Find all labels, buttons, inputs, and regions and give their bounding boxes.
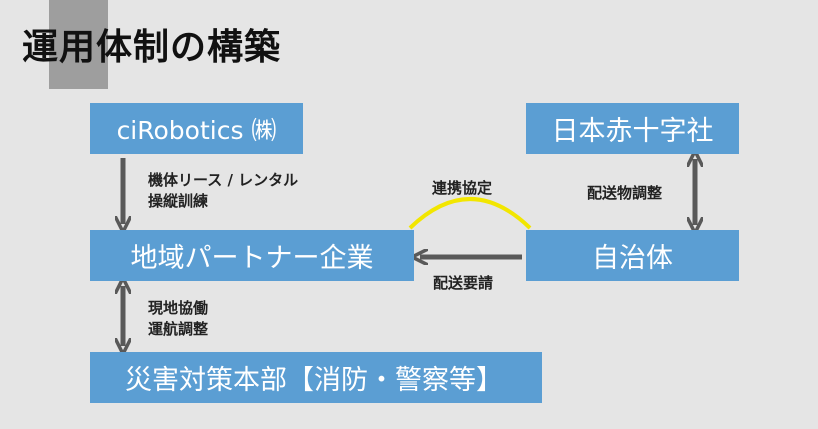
edge-label-delivery-request: 配送要請 (433, 274, 494, 292)
edge-label-lease-line1: 機体リース / レンタル (148, 171, 299, 189)
edge-label-lease-line2: 操縦訓練 (148, 192, 209, 210)
edge-label-lease: 機体リース / レンタル 操縦訓練 (148, 170, 298, 212)
edge-label-cooperation: 連携協定 (432, 179, 493, 197)
node-japanese-red-cross: 日本赤十字社 (526, 103, 739, 154)
title-accent-bar (49, 0, 108, 89)
cooperation-arc (408, 197, 532, 230)
edge-label-supply-coordination: 配送物調整 (587, 184, 663, 202)
edge-label-field: 現地協働 運航調整 (148, 298, 208, 340)
node-cirobotics: ciRobotics ㈱ (90, 103, 303, 154)
edge-label-field-line1: 現地協働 (148, 299, 209, 317)
edge-label-field-line2: 運航調整 (148, 320, 209, 338)
node-municipality: 自治体 (526, 230, 739, 281)
node-disaster-hq: 災害対策本部【消防・警察等】 (90, 352, 542, 403)
page-title: 運用体制の構築 (22, 27, 282, 68)
node-local-partner: 地域パートナー企業 (90, 230, 414, 281)
